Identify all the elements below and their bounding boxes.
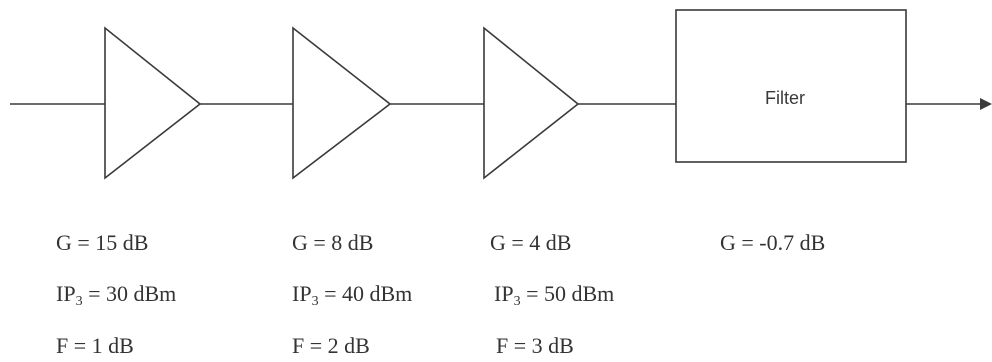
ip3-subscript: 3 (311, 294, 319, 309)
stage-1-noise-figure: F = 1 dB (56, 333, 134, 358)
amplifier-2 (292, 26, 392, 180)
stage-3-ip3: IP3 = 50 dBm (494, 281, 615, 309)
stage-1-ip3: IP3 = 30 dBm (56, 281, 177, 309)
stage-2-noise-figure: F = 2 dB (292, 333, 370, 358)
amplifier-3 (483, 26, 580, 180)
stage-1-ip3-value: = 30 dBm (82, 281, 177, 306)
output-arrowhead (980, 98, 992, 110)
ip3-subscript: 3 (75, 294, 83, 309)
filter-gain: G = -0.7 dB (720, 230, 826, 255)
stage-1-gain: G = 15 dB (56, 230, 149, 255)
stage-3-gain: G = 4 dB (490, 230, 572, 255)
stage-2-ip3-value: = 40 dBm (318, 281, 413, 306)
ip3-symbol: IP (494, 281, 514, 306)
filter-block (675, 9, 907, 163)
stage-2-ip3: IP3 = 40 dBm (292, 281, 413, 309)
stage-3-ip3-value: = 50 dBm (520, 281, 615, 306)
stage-2-gain: G = 8 dB (292, 230, 374, 255)
ip3-symbol: IP (292, 281, 312, 306)
ip3-subscript: 3 (513, 294, 521, 309)
amplifier-1 (104, 26, 202, 180)
ip3-symbol: IP (56, 281, 76, 306)
stage-3-noise-figure: F = 3 dB (496, 333, 574, 358)
filter-label: Filter (765, 88, 805, 108)
